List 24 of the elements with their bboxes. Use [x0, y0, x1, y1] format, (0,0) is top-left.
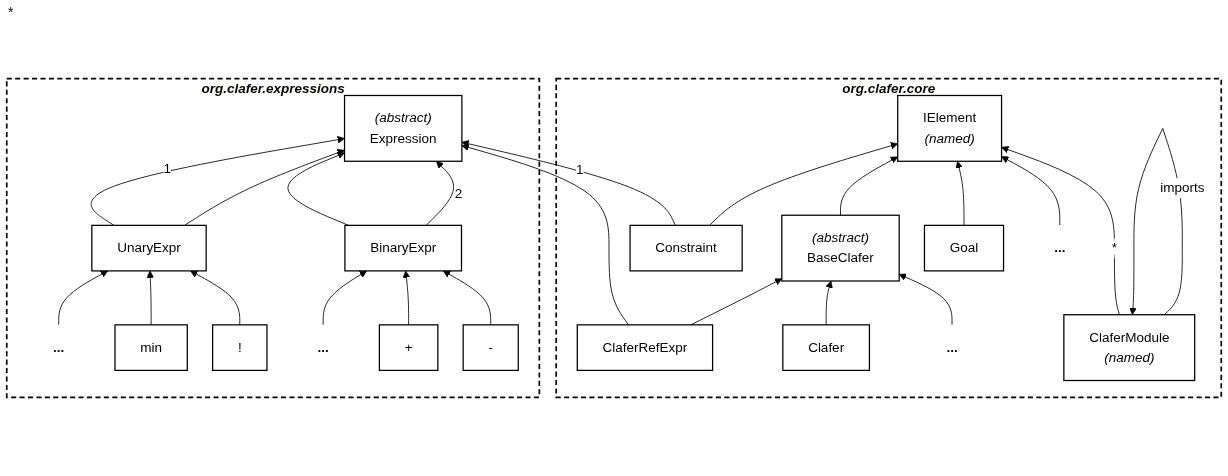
node-box: -	[462, 324, 519, 371]
node-box: !	[211, 324, 268, 371]
edge-label: 2	[454, 185, 463, 201]
edge-label: 1	[163, 161, 171, 176]
node-box: (abstract) BaseClafer	[781, 214, 900, 282]
node-box: Constraint	[629, 224, 743, 272]
node-box: UnaryExpr	[91, 224, 207, 272]
node-text: ...	[946, 340, 958, 355]
edge-label: *	[1111, 240, 1118, 255]
node-box: +	[378, 324, 439, 371]
node-box: Goal	[923, 224, 1005, 272]
node-box: IElement (named)	[897, 94, 1003, 162]
multiplicity-label: *	[8, 4, 14, 20]
node-box: Clafer	[782, 324, 871, 371]
edge-label: 1	[576, 162, 584, 177]
node-box: ClaferRefExpr	[576, 324, 714, 371]
node-text: ...	[53, 340, 65, 355]
edge-label: imports	[1160, 180, 1205, 195]
node-text: ...	[1054, 240, 1066, 255]
node-box: ClaferModule (named)	[1063, 314, 1196, 382]
node-box: (abstract) Expression	[343, 94, 463, 162]
node-box: min	[114, 324, 188, 371]
node-box: BinaryExpr	[344, 224, 463, 272]
node-text: ...	[317, 340, 329, 355]
